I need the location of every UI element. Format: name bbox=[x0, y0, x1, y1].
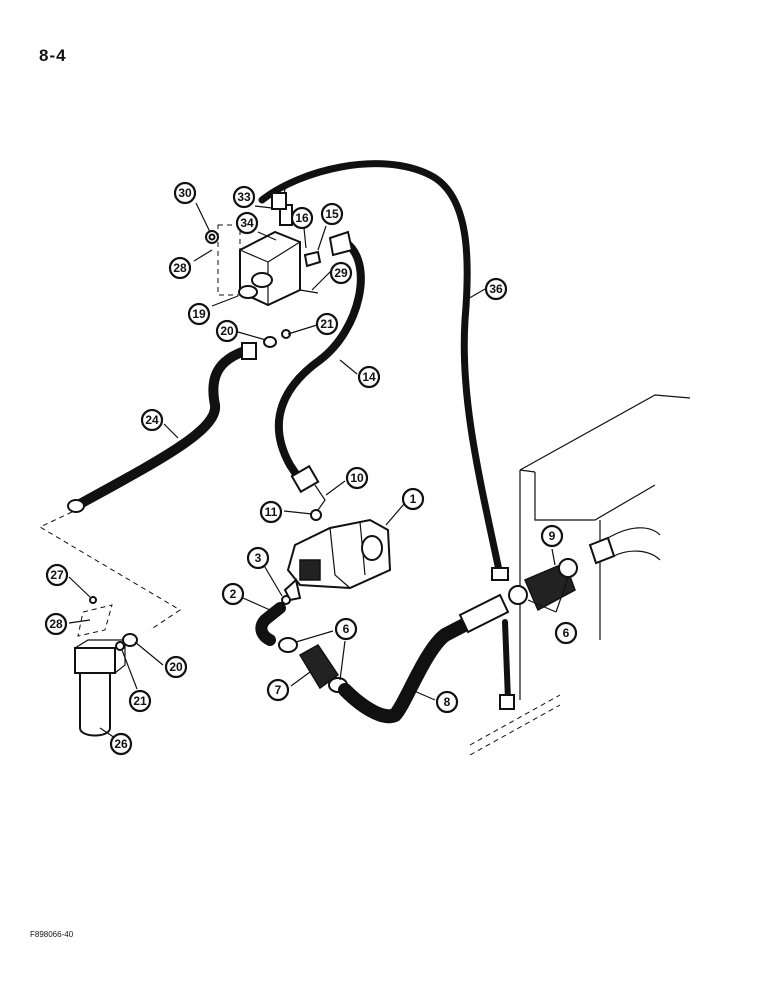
callout-15: 15 bbox=[320, 202, 344, 226]
hose-7 bbox=[278, 637, 348, 693]
svg-text:20: 20 bbox=[220, 324, 234, 338]
callout-11: 11 bbox=[259, 500, 283, 524]
callout-28-lower: 28 bbox=[44, 612, 68, 636]
callout-33: 33 bbox=[232, 185, 256, 209]
callout-10: 10 bbox=[345, 466, 369, 490]
callout-14: 14 bbox=[357, 365, 381, 389]
svg-text:34: 34 bbox=[240, 216, 254, 230]
svg-text:27: 27 bbox=[50, 568, 64, 582]
hose-36 bbox=[258, 160, 515, 710]
svg-text:7: 7 bbox=[275, 683, 282, 697]
callout-2: 2 bbox=[221, 582, 245, 606]
svg-text:36: 36 bbox=[489, 282, 503, 296]
tube-24 bbox=[67, 329, 291, 513]
svg-text:8: 8 bbox=[444, 695, 451, 709]
tube-8 bbox=[338, 593, 510, 724]
hydraulic-tank bbox=[469, 394, 691, 756]
callout-7: 7 bbox=[266, 678, 290, 702]
svg-text:21: 21 bbox=[320, 317, 334, 331]
callout-6-right: 6 bbox=[554, 621, 578, 645]
svg-text:20: 20 bbox=[169, 660, 183, 674]
svg-text:3: 3 bbox=[255, 551, 262, 565]
callout-16: 16 bbox=[290, 206, 314, 230]
svg-text:30: 30 bbox=[178, 186, 192, 200]
pump-1 bbox=[283, 509, 392, 602]
callout-9: 9 bbox=[540, 524, 564, 548]
svg-text:6: 6 bbox=[563, 626, 570, 640]
svg-text:29: 29 bbox=[334, 266, 348, 280]
callout-24: 24 bbox=[140, 408, 164, 432]
callout-21-lower: 21 bbox=[128, 689, 152, 713]
svg-text:16: 16 bbox=[295, 211, 309, 225]
svg-text:2: 2 bbox=[230, 587, 237, 601]
leader-lines bbox=[68, 202, 569, 741]
figure-code: F898066-40 bbox=[30, 930, 74, 939]
callout-6-left: 6 bbox=[334, 617, 358, 641]
svg-text:10: 10 bbox=[350, 471, 364, 485]
callout-8: 8 bbox=[435, 690, 459, 714]
svg-text:28: 28 bbox=[49, 617, 63, 631]
svg-text:21: 21 bbox=[133, 694, 147, 708]
callout-27: 27 bbox=[45, 563, 69, 587]
svg-text:6: 6 bbox=[343, 622, 350, 636]
callout-29: 29 bbox=[329, 261, 353, 285]
callout-30: 30 bbox=[173, 181, 197, 205]
elbow-2 bbox=[255, 595, 291, 646]
page-number: 8-4 bbox=[39, 46, 67, 65]
svg-text:9: 9 bbox=[549, 529, 556, 543]
callout-21: 21 bbox=[315, 312, 339, 336]
callout-34: 34 bbox=[235, 211, 259, 235]
callout-28: 28 bbox=[168, 256, 192, 280]
svg-text:26: 26 bbox=[114, 737, 128, 751]
callout-20: 20 bbox=[215, 319, 239, 343]
svg-text:14: 14 bbox=[362, 370, 376, 384]
callout-36: 36 bbox=[484, 277, 508, 301]
svg-text:11: 11 bbox=[265, 505, 278, 519]
svg-text:15: 15 bbox=[325, 207, 339, 221]
svg-text:33: 33 bbox=[237, 190, 251, 204]
callout-1: 1 bbox=[401, 487, 425, 511]
callout-26: 26 bbox=[109, 732, 133, 756]
callout-20-lower: 20 bbox=[164, 655, 188, 679]
hose-14 bbox=[274, 238, 365, 511]
svg-text:28: 28 bbox=[173, 261, 187, 275]
callout-19: 19 bbox=[187, 302, 211, 326]
filter-assembly bbox=[74, 596, 138, 737]
svg-text:19: 19 bbox=[192, 307, 206, 321]
hose-9 bbox=[508, 527, 661, 612]
svg-text:24: 24 bbox=[145, 413, 159, 427]
connector-line bbox=[38, 511, 181, 631]
valve-block bbox=[205, 179, 354, 307]
svg-text:1: 1 bbox=[410, 492, 417, 506]
callout-3: 3 bbox=[246, 546, 270, 570]
